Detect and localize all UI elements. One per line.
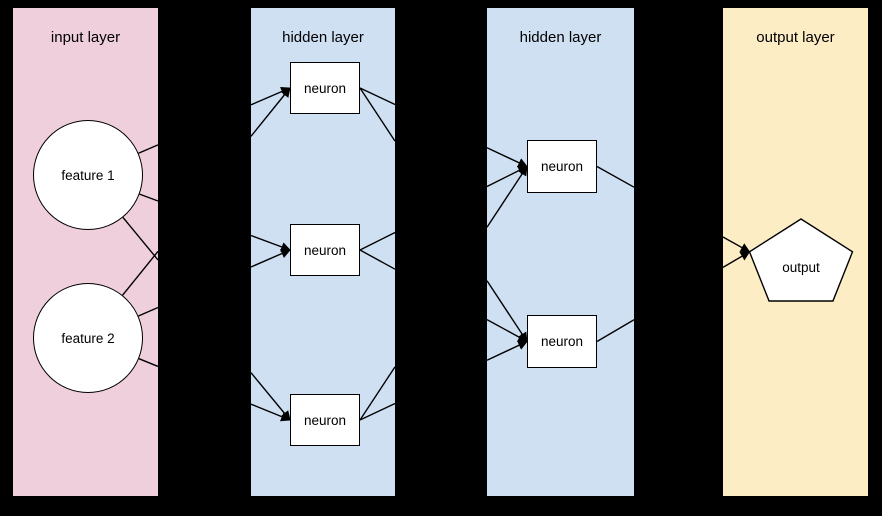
node-hidden2-neuron-1[interactable] [527,140,597,193]
layer-title-input-layer: input layer [50,29,121,46]
node-label-output-node: output [782,259,820,275]
node-hidden2-neuron-2[interactable] [527,315,597,368]
node-label-feature-1: feature 1 [61,167,115,183]
node-hidden1-neuron-1[interactable] [290,62,360,114]
layer-title-output-layer: output layer [756,29,835,46]
layer-panel-hidden-layer-2: hidden layer [487,8,634,496]
layer-title-hidden-layer-1: hidden layer [282,29,364,46]
node-output-node[interactable] [748,218,854,302]
node-label-hidden2-neuron-1: neuron [540,159,584,174]
node-hidden1-neuron-2[interactable] [290,224,360,276]
node-label-feature-2: feature 2 [61,330,115,346]
node-label-hidden1-neuron-1: neuron [303,80,347,96]
layer-title-hidden-layer-2: hidden layer [519,29,602,46]
node-feature-1[interactable] [33,120,143,230]
node-hidden1-neuron-3[interactable] [290,394,360,446]
node-label-hidden1-neuron-3: neuron [303,412,347,428]
node-feature-2[interactable] [33,283,143,393]
node-label-hidden1-neuron-2: neuron [303,242,347,258]
node-label-hidden2-neuron-2: neuron [540,334,584,349]
